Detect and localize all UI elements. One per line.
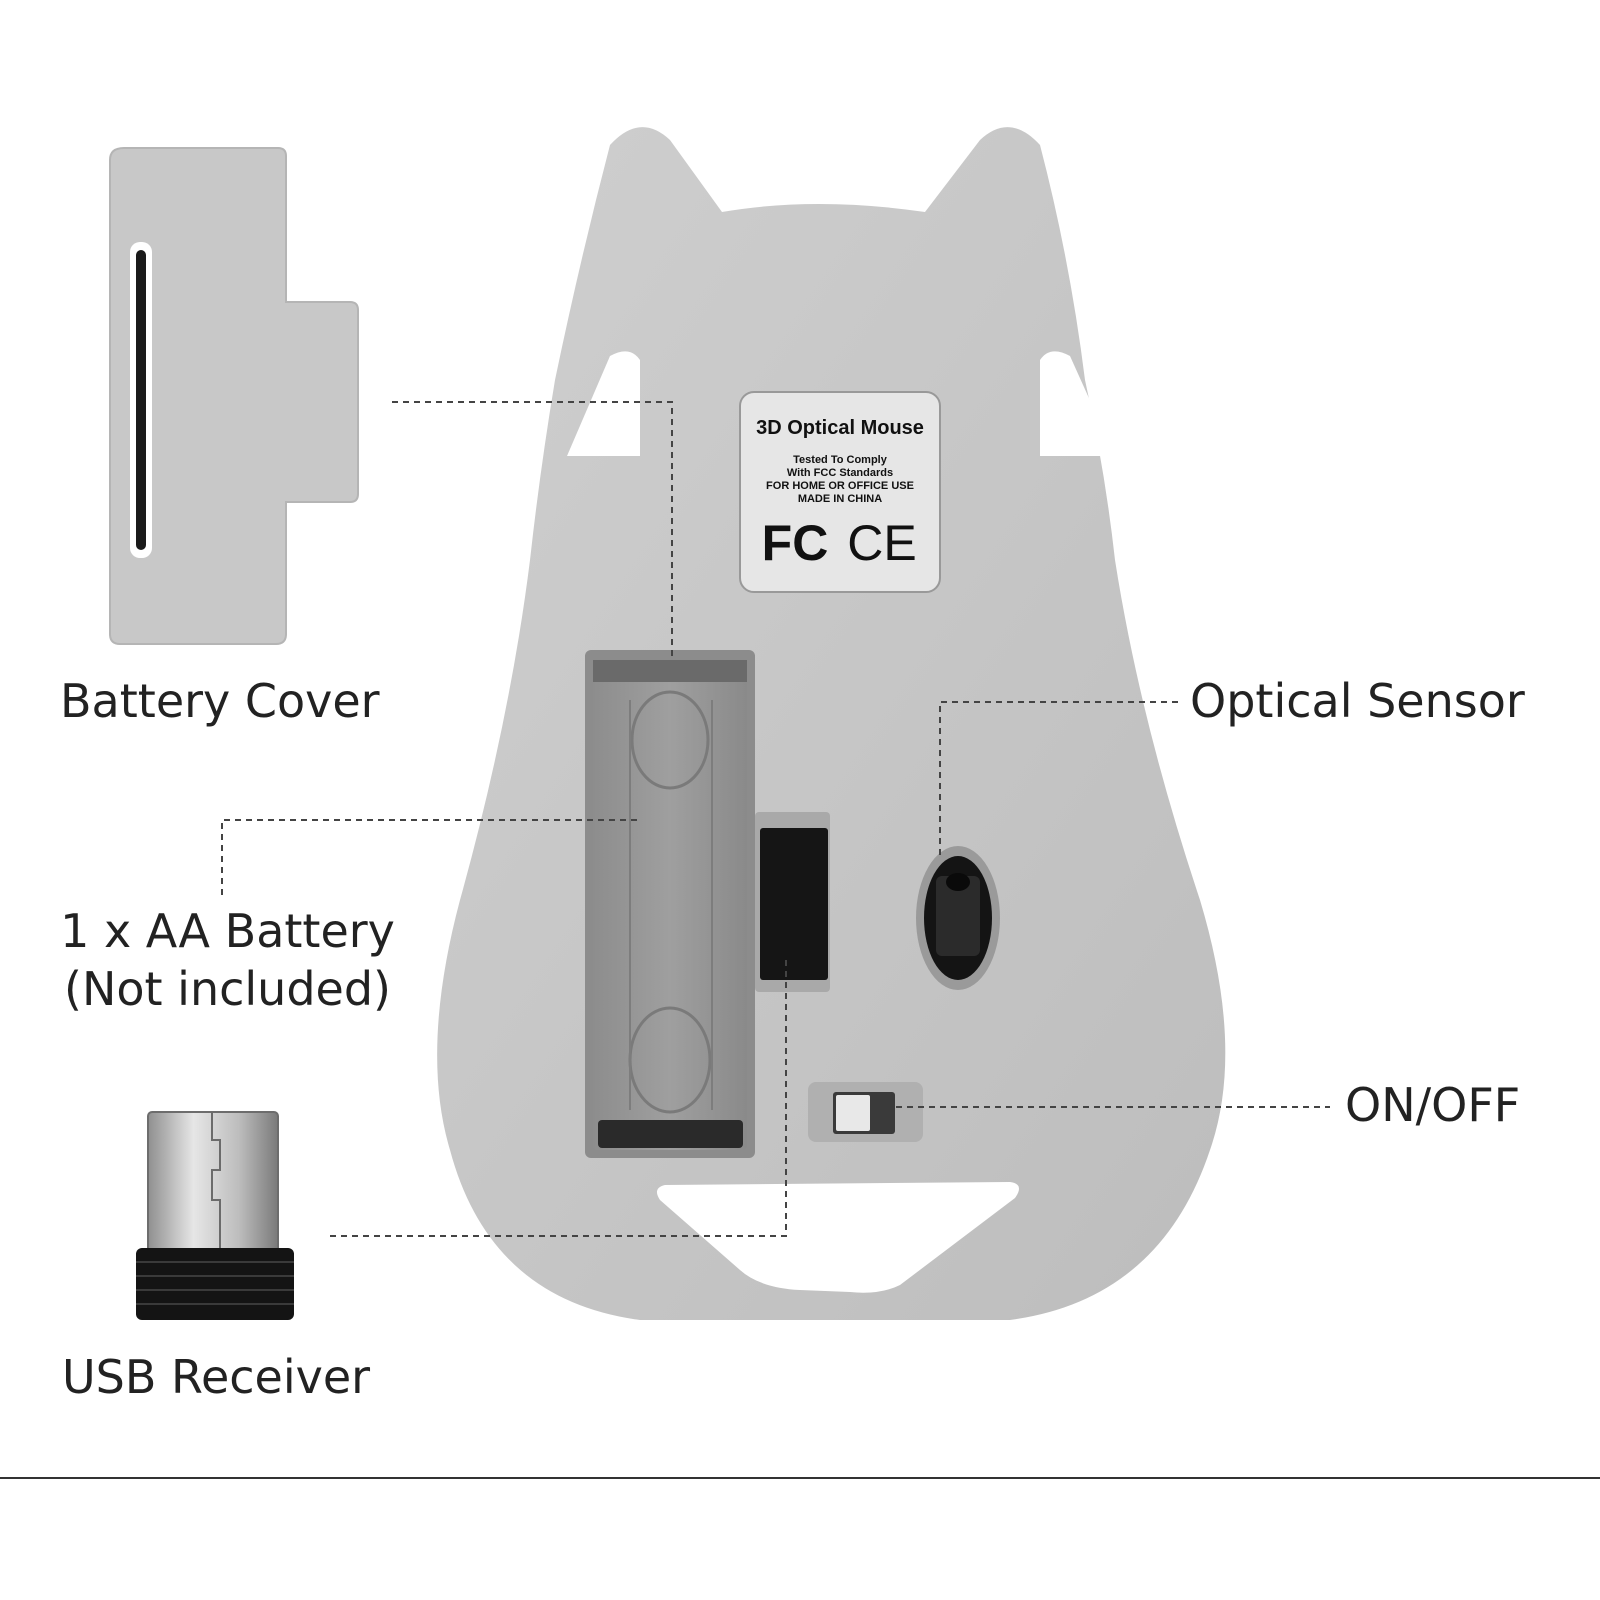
leader-aa-battery (221, 819, 640, 895)
callout-aa-battery-line1: 1 x AA Battery (60, 904, 395, 958)
leader-usb-receiver (330, 955, 787, 1237)
label-sticker (739, 391, 941, 593)
sticker-line-2: With FCC Standards (787, 467, 893, 479)
callout-aa-battery: 1 x AA Battery (Not included) (55, 902, 400, 1018)
foot-pad-bottom (656, 1182, 1019, 1293)
callout-battery-cover: Battery Cover (60, 674, 380, 728)
sticker-line-4: MADE IN CHINA (798, 493, 882, 505)
bottom-divider (0, 1477, 1600, 1479)
usb-receiver (136, 1111, 294, 1320)
callout-aa-battery-line2: (Not included) (64, 962, 391, 1016)
label-sticker-text: 3D Optical Mouse Tested To Comply With F… (756, 417, 924, 571)
power-switch (808, 1082, 923, 1142)
battery-compartment (585, 650, 755, 1158)
receiver-storage-slot (755, 812, 830, 992)
leader-optical-sensor (939, 701, 1178, 860)
optical-sensor-window (916, 846, 1000, 990)
ear-pad-left (567, 351, 640, 456)
sticker-title: 3D Optical Mouse (756, 417, 924, 439)
battery-cover (109, 147, 359, 645)
callout-on-off: ON/OFF (1345, 1078, 1521, 1132)
sticker-line-3: FOR HOME OR OFFICE USE (766, 480, 914, 492)
leader-battery-cover (392, 401, 673, 660)
sticker-line-1: Tested To Comply (793, 454, 888, 466)
ear-pad-right (1040, 351, 1115, 456)
fcc-mark: FC (762, 515, 829, 571)
callout-usb-receiver: USB Receiver (62, 1350, 371, 1404)
leader-lines (221, 401, 1330, 1237)
callout-optical-sensor: Optical Sensor (1190, 674, 1525, 728)
ce-mark: CE (847, 515, 916, 571)
